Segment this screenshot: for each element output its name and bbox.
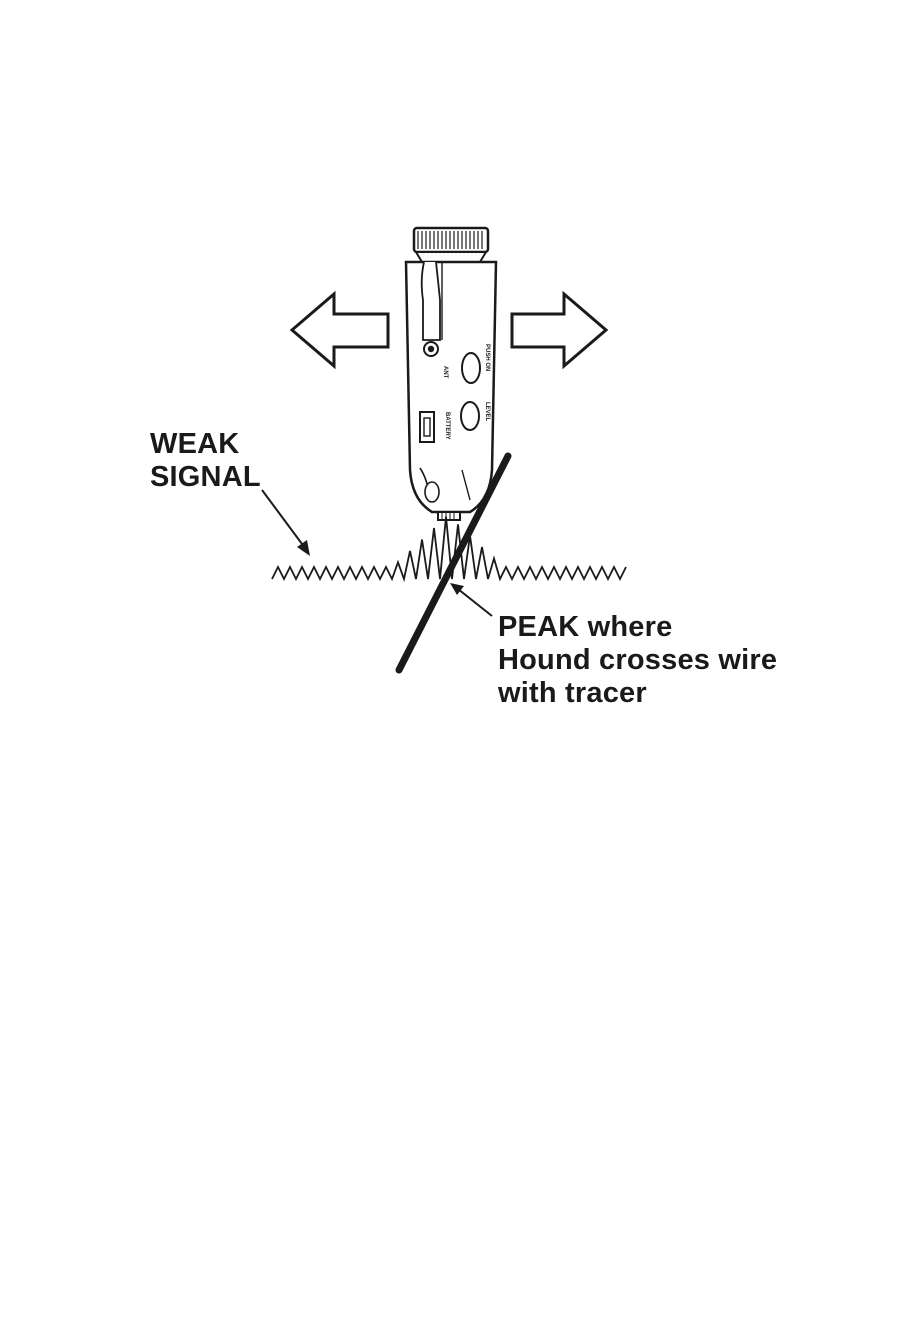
weak-label-line1: WEAK [150, 428, 239, 460]
weak-signal-arrowhead [297, 540, 310, 556]
peak-label-line3: with tracer [498, 677, 647, 709]
battery-label: BATTERY [444, 412, 450, 440]
peak-rest: where [579, 611, 672, 643]
peak-label-line2: Hound crosses wire [498, 644, 777, 676]
weak-signal-label: WEAK SIGNAL [150, 428, 261, 494]
peak-pointer [458, 589, 492, 616]
ant-jack-label: ANT [442, 366, 448, 379]
peak-word: PEAK [498, 611, 579, 643]
left-arrow-icon [292, 294, 388, 366]
level-label: LEVEL [484, 402, 490, 422]
weak-label-line2: SIGNAL [150, 461, 261, 493]
peak-label: PEAK where Hound crosses wire with trace… [498, 611, 777, 710]
push-on-label: PUSH ON [484, 344, 490, 371]
right-arrow-icon [512, 294, 606, 366]
hound-probe [406, 228, 496, 520]
weak-signal-pointer [262, 490, 305, 548]
